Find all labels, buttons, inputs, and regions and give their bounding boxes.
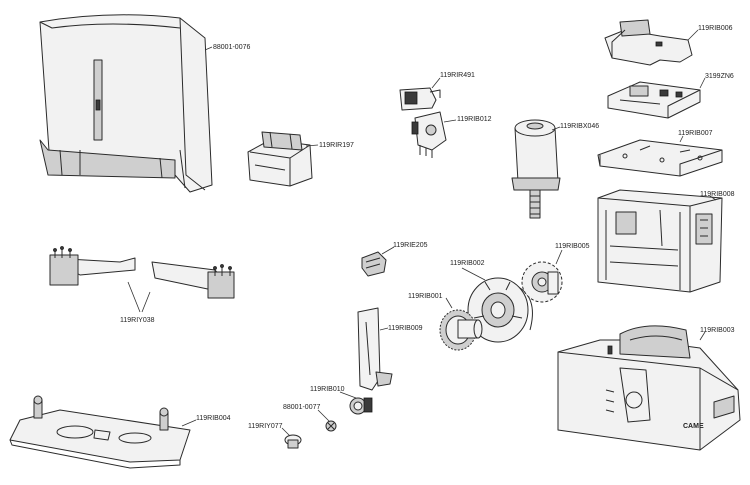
knob-part[interactable] [284,434,302,449]
screw-part[interactable] [325,420,337,432]
transformer-part[interactable] [247,131,313,187]
label-transformer: 119RIR197 [319,142,354,149]
frame-part[interactable] [597,189,723,293]
label-motor: 119RIBX046 [560,123,599,130]
label-cover: 88001-0076 [213,44,250,51]
label-bracket-top: 119RIB006 [698,25,733,32]
card-part[interactable] [607,81,701,119]
base-plate-part[interactable] [9,395,191,469]
label-base-plate: 119RIB004 [196,415,231,422]
cover-part[interactable] [39,14,213,193]
gear-part[interactable] [467,277,533,343]
hub-part[interactable] [439,309,483,351]
motor-part[interactable] [511,119,561,219]
label-card: 3199ZN6 [705,73,734,80]
bracket-top-part[interactable] [604,19,693,66]
label-hub: 119RIB001 [408,293,443,300]
card-support-part[interactable] [597,139,723,177]
brand-mark: CAME [683,423,704,430]
lock-cylinder-part[interactable] [349,397,373,415]
label-lever: 119RIB009 [388,325,423,332]
label-lock-cylinder: 119RIB010 [310,386,345,393]
label-switch-support: 119RIB012 [457,116,492,123]
label-gear: 119RIB002 [450,260,485,267]
housing-part[interactable] [557,325,741,451]
cable-group-part[interactable] [49,246,235,299]
label-housing: 119RIB003 [700,327,735,334]
label-screw: 88001-0077 [283,404,320,411]
label-cable-group: 119RIY038 [120,317,155,324]
label-small-connector: 119RIE205 [393,242,428,249]
limit-switch-part[interactable] [399,87,441,111]
lever-part[interactable] [357,307,393,391]
label-limit-switch: 119RIR491 [440,72,475,79]
label-knob: 119RIY077 [248,423,283,430]
label-card-support: 119RIB007 [678,130,713,137]
small-connector-part[interactable] [361,251,387,277]
pinion-part[interactable] [521,261,563,303]
label-pinion: 119RIB005 [555,243,590,250]
label-frame: 119RIB008 [700,191,735,198]
switch-support-part[interactable] [411,111,447,158]
